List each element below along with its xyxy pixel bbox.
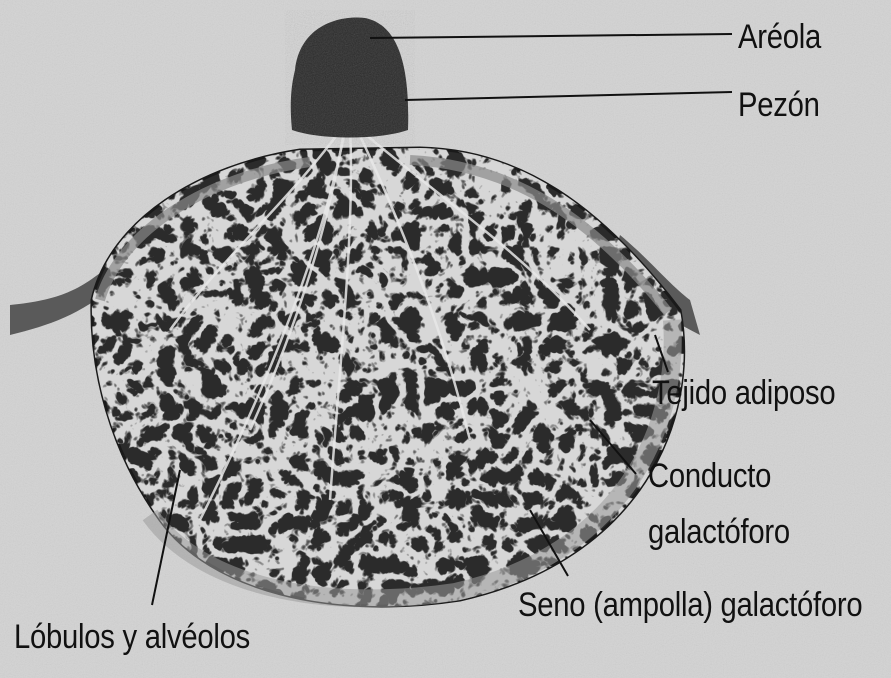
label-conducto-line1: Conducto	[648, 448, 790, 504]
label-lobulos-alveolos: Lóbulos y alvéolos	[14, 618, 250, 656]
label-tejido-adiposo: Tejido adiposo	[652, 374, 835, 412]
nipple-grain	[285, 10, 415, 145]
label-conducto-line2: galactóforo	[648, 504, 790, 560]
label-pezon: Pezón	[738, 86, 820, 124]
label-conducto-galactoforo: Conducto galactóforo	[648, 448, 790, 560]
label-seno-galactoforo: Seno (ampolla) galactóforo	[518, 586, 862, 624]
label-areola: Aréola	[738, 18, 821, 56]
